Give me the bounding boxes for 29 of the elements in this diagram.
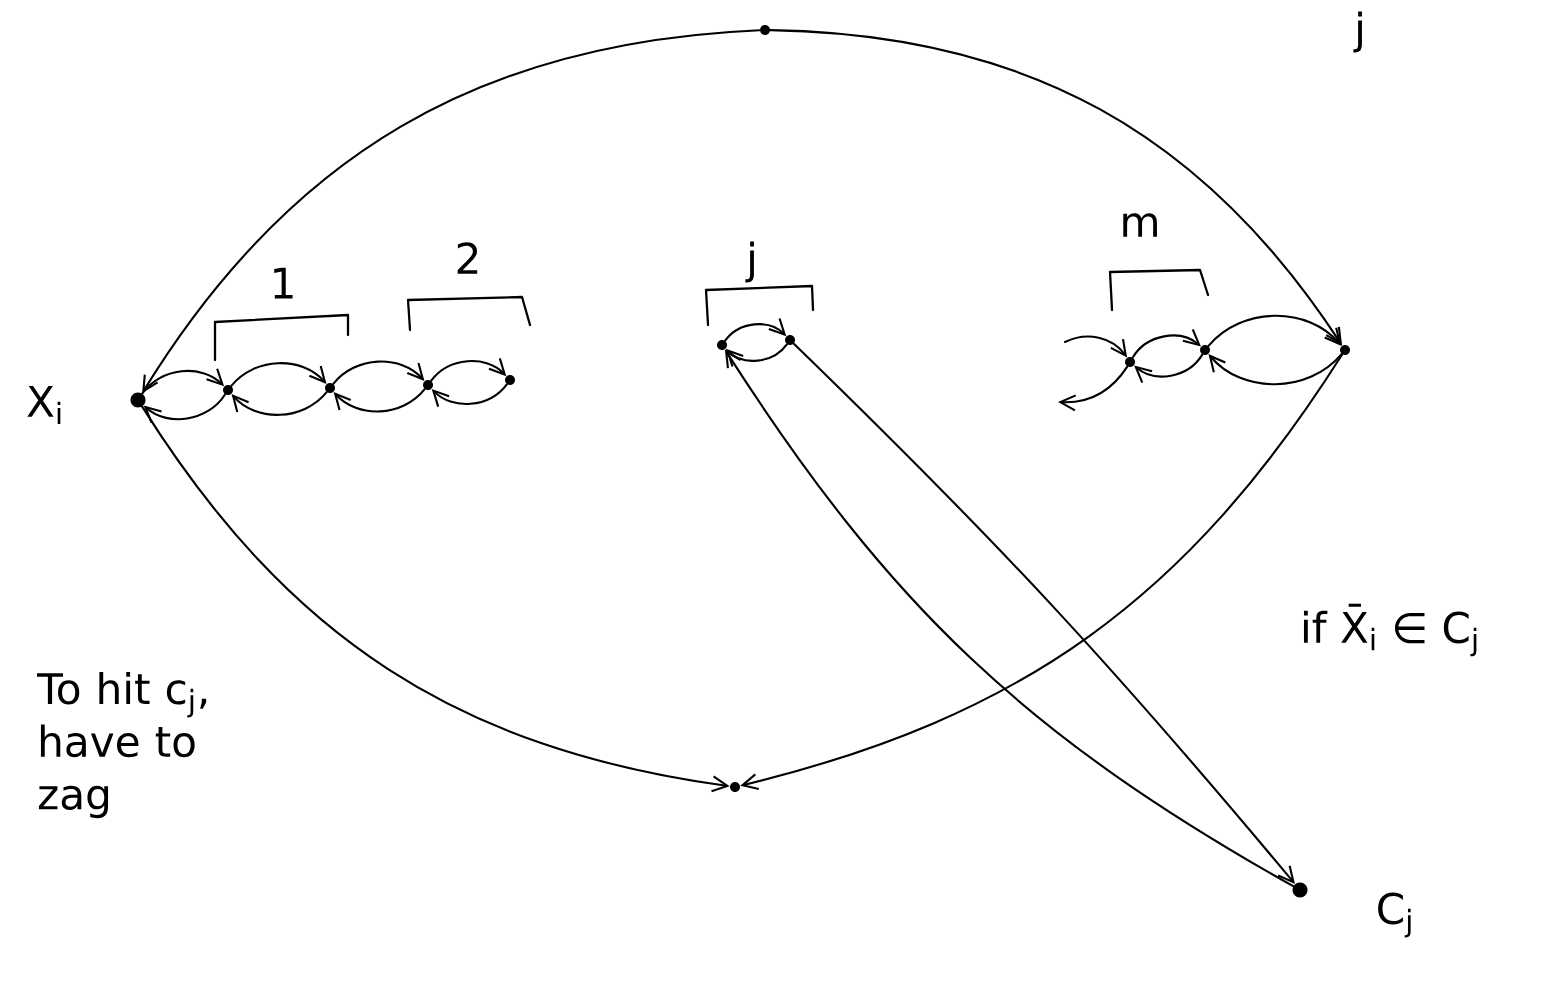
arrow xyxy=(143,393,227,424)
arrow xyxy=(142,29,761,394)
node-label: C$_{j}$ xyxy=(1378,892,1411,938)
note-text: 2 xyxy=(457,242,478,274)
arrow xyxy=(1208,353,1343,386)
arrow xyxy=(431,383,508,407)
arrow xyxy=(1131,329,1201,359)
arrow xyxy=(332,360,425,385)
arrow xyxy=(1063,335,1128,358)
arrow xyxy=(725,343,788,367)
arrow xyxy=(724,318,787,342)
arrow xyxy=(769,29,1343,346)
arrow xyxy=(230,362,327,387)
arrow xyxy=(1207,314,1342,347)
note-text: j xyxy=(745,241,754,283)
arrow xyxy=(141,405,730,793)
node-label: X$_{i}$ xyxy=(27,385,61,425)
arrow xyxy=(141,368,225,395)
arrow xyxy=(333,388,426,413)
note-text: 1 xyxy=(274,267,293,299)
arrow xyxy=(430,358,507,382)
note-text: m xyxy=(1123,213,1157,237)
arrow xyxy=(1134,353,1204,383)
note-text: To hit c$_{j}$, have to zag xyxy=(37,671,207,819)
note-text: if X̄$_{i}$ ∈ C$_{j}$ xyxy=(1303,603,1477,657)
arrow xyxy=(740,353,1344,790)
note-text: j xyxy=(1353,11,1362,53)
arrow xyxy=(231,391,328,416)
arrow xyxy=(1058,365,1129,412)
